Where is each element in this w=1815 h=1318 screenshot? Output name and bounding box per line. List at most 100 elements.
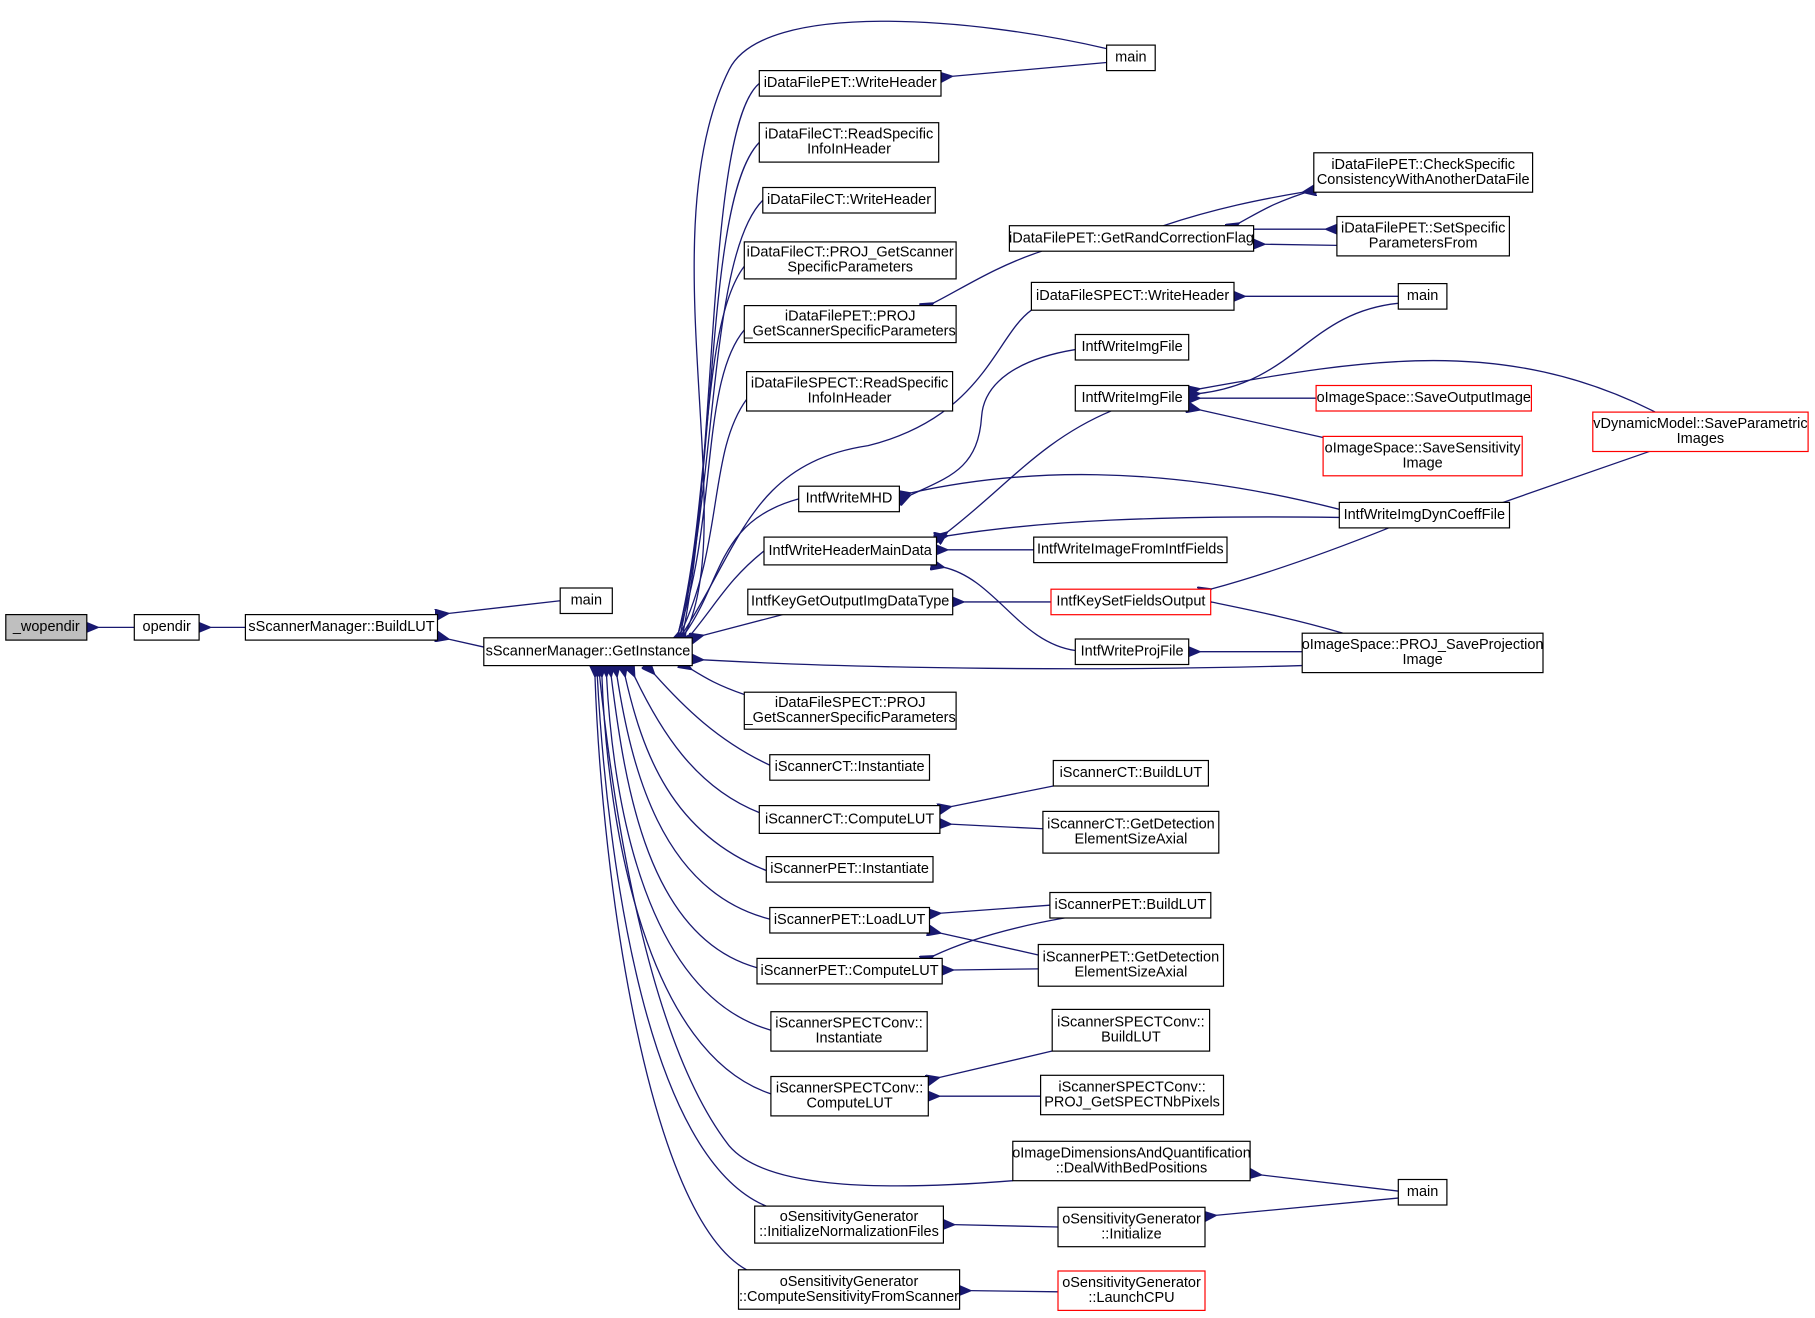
node-label: ConsistencyWithAnotherDataFile [1317,172,1530,188]
node-label: main [571,593,602,609]
call-edge-intf_writemhd-to-getinstance [685,499,798,633]
function-node-oidq-deal[interactable]: oImageDimensionsAndQuantification::DealW… [1012,1140,1251,1182]
node-label: IntfWriteImgDynCoeffFile [1344,507,1505,523]
function-node-dfct-writeheader[interactable]: iDataFileCT::WriteHeader [762,186,936,214]
call-edge-osg_initnorm-to-getinstance [597,676,766,1206]
function-node-sspect-computelut[interactable]: iScannerSPECTConv::ComputeLUT [770,1075,929,1117]
node-label: oImageSpace::PROJ_SaveProjection [1302,637,1544,653]
function-node-dfspect-proj[interactable]: iDataFileSPECT::PROJ_GetScannerSpecificP… [744,691,957,730]
node-box [758,122,940,163]
function-node-sspect-getnbpix[interactable]: iScannerSPECTConv::PROJ_GetSPECTNbPixels [1039,1074,1225,1116]
call-edge-dfpet_getrand-to-dfpet_checkspecific [1163,192,1303,226]
node-label: _wopendir [12,619,80,635]
call-edge-osg_launchcpu-to-osg_computesens [970,1291,1058,1292]
call-edge-vdm_saveparam-to-intf_writeimgfile_2 [1199,361,1655,413]
node-label: IntfWriteImgFile [1081,339,1182,355]
node-box [1301,632,1544,674]
node-label: iScannerPET::LoadLUT [774,912,926,928]
call-edge-sct_buildlut-to-sct_computelut [950,786,1053,807]
function-node-sct-computelut[interactable]: iScannerCT::ComputeLUT [758,804,941,834]
node-box [1074,333,1190,361]
node-label: iDataFilePET::PROJ [785,308,916,324]
function-node-intf-writeprojfile[interactable]: IntfWriteProjFile [1074,638,1190,666]
function-node-main-top[interactable]: main [1105,44,1156,72]
function-node-dfpet-writeheader[interactable]: iDataFilePET::WriteHeader [758,69,942,97]
node-label: iScannerPET::ComputeLUT [761,963,939,979]
node-label: _GetScannerSpecificParameters [744,323,956,339]
function-node-spet-getdetect[interactable]: iScannerPET::GetDetectionElementSizeAxia… [1037,943,1225,987]
function-node-spet-instantiate[interactable]: iScannerPET::Instantiate [765,855,934,883]
function-node-sspect-instantiate[interactable]: iScannerSPECTConv::Instantiate [770,1011,928,1052]
function-node-intf-writeimgfile-2[interactable]: IntfWriteImgFile [1074,384,1190,412]
function-node-osg-initnorm[interactable]: oSensitivityGenerator::InitializeNormali… [754,1205,945,1244]
node-box [1057,1206,1206,1248]
function-node-intf-writeimagefromintf[interactable]: IntfWriteImageFromIntfFields [1033,536,1228,564]
function-node-intf-keygetoutput[interactable]: IntfKeyGetOutputImgDataType [747,588,954,616]
call-edge-dfct_proj-to-getinstance [678,266,744,633]
call-edge-main_a-to-sm_buildlut [448,601,560,614]
function-node-sm-buildlut[interactable]: sScannerManager::BuildLUT [244,613,439,641]
node-label: ElementSizeAxial [1074,832,1187,848]
function-node-osg-computesens[interactable]: oSensitivityGenerator::ComputeSensitivit… [737,1269,961,1310]
node-label: iScannerCT::ComputeLUT [765,811,934,827]
function-node-intf-writeheadermain[interactable]: IntfWriteHeaderMainData [763,536,938,566]
node-box [762,186,936,214]
function-node-spet-computelut[interactable]: iScannerPET::ComputeLUT [756,957,943,985]
call-edge-spet_loadlut-to-getinstance [617,676,770,919]
call-edge-ois_savesens-to-intf_writeimgfile_2 [1199,410,1323,438]
node-label: iScannerSPECTConv:: [775,1016,922,1032]
node-box [1397,1178,1448,1206]
function-node-sct-instantiate[interactable]: iScannerCT::Instantiate [769,754,931,781]
node-label: sScannerManager::BuildLUT [248,619,434,635]
function-node-spet-buildlut[interactable]: iScannerPET::BuildLUT [1049,891,1212,919]
call-edge-getinstance-to-sm_buildlut [448,639,484,647]
function-node-opendir[interactable]: opendir [133,613,200,641]
call-edge-dfpet_proj-to-getinstance [678,330,744,633]
node-label: ParametersFrom [1369,235,1478,251]
function-node-getinstance[interactable]: sScannerManager::GetInstance [483,637,693,667]
function-node-dfpet-getrand[interactable]: iDataFilePET::GetRandCorrectionFlag [1008,225,1255,252]
function-node-sspect-buildlut[interactable]: iScannerSPECTConv::BuildLUT [1051,1008,1211,1052]
node-box [1336,215,1511,257]
function-node-wopendir[interactable]: _wopendir [5,613,88,641]
function-node-dfspect-writeheader[interactable]: iDataFileSPECT::WriteHeader [1030,281,1235,311]
node-box [1008,225,1255,252]
function-node-spet-loadlut[interactable]: iScannerPET::LoadLUT [769,906,931,934]
node-label: _GetScannerSpecificParameters [744,710,956,726]
function-node-osg-launchcpu[interactable]: oSensitivityGenerator::LaunchCPU [1057,1270,1206,1312]
function-node-dfct-proj[interactable]: iDataFileCT::PROJ_GetScannerSpecificPara… [743,241,957,280]
function-node-intf-writeimgfile-1[interactable]: IntfWriteImgFile [1074,333,1190,361]
node-label: ::LaunchCPU [1088,1290,1174,1306]
node-label: iDataFileCT::PROJ_GetScanner [747,245,954,261]
node-label: iDataFilePET::SetSpecific [1341,220,1505,236]
function-node-dfpet-proj[interactable]: iDataFilePET::PROJ_GetScannerSpecificPar… [744,305,957,344]
function-node-osg-initialize[interactable]: oSensitivityGenerator::Initialize [1057,1206,1206,1248]
node-label: iScannerSPECTConv:: [1057,1015,1204,1031]
function-node-intf-keysetfields[interactable]: IntfKeySetFieldsOutput [1050,588,1212,616]
call-edge-sspect_buildlut-to-sspect_computelut [939,1051,1052,1078]
node-label: ElementSizeAxial [1074,965,1187,981]
function-node-dfpet-checkspecific[interactable]: iDataFilePET::CheckSpecificConsistencyWi… [1313,152,1534,193]
function-node-sct-buildlut[interactable]: iScannerCT::BuildLUT [1052,759,1210,787]
node-box [1049,891,1212,919]
node-box [1074,384,1190,412]
function-node-main-bottom[interactable]: main [1397,1178,1448,1206]
node-label: Instantiate [816,1031,883,1047]
node-box [756,957,943,985]
call-edge-intf_writeimgfile_1-to-intf_writemhd [910,350,1076,496]
function-node-intf-writeimgdyn[interactable]: IntfWriteImgDynCoeffFile [1338,501,1511,529]
function-node-intf-writemhd[interactable]: IntfWriteMHD [798,485,901,513]
function-node-main-a[interactable]: main [559,587,613,615]
node-box [1042,810,1220,854]
function-node-ois-saveoutput[interactable]: oImageSpace::SaveOutputImage [1315,384,1532,412]
node-label: oImageSpace::SaveOutputImage [1317,390,1531,406]
node-box [1322,435,1523,477]
function-node-main-spect[interactable]: main [1397,283,1448,310]
